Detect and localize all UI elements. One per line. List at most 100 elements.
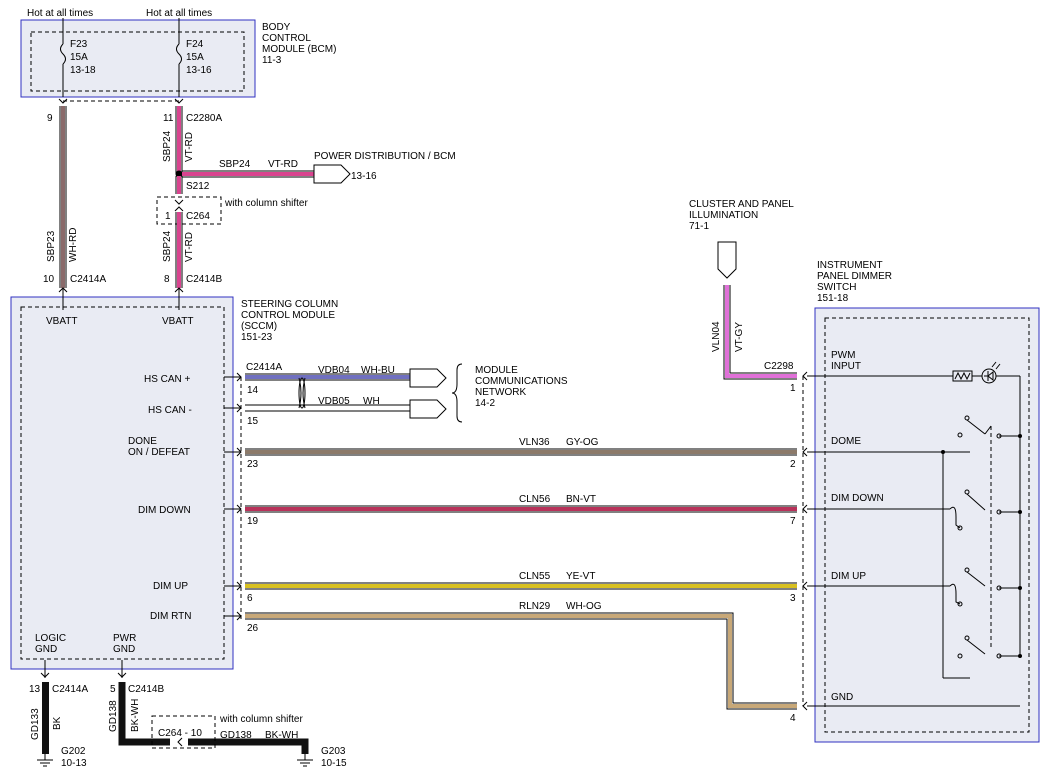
wire-gd138 <box>118 682 170 746</box>
wire-wh-rd-label: WH-RD <box>68 228 79 262</box>
sccm-hs-can-minus: HS CAN - <box>148 405 192 416</box>
wire-sbp24-h-label: SBP24 <box>219 159 251 170</box>
ground-g203: G203 <box>321 746 346 757</box>
fuse-f23-rating: 15A <box>70 52 88 63</box>
wire-gd133 <box>42 682 49 754</box>
wire-ye-vt-label: YE-VT <box>566 571 595 582</box>
power-distribution-arrow-icon <box>313 164 351 184</box>
wire-sbp24-horizontal <box>182 172 314 176</box>
ground-g203-ref: 10-15 <box>321 758 347 769</box>
wire-vdb05 <box>245 406 410 410</box>
ground-g202-ref: 10-13 <box>61 758 87 769</box>
dimmer-dim-up: DIM UP <box>831 571 866 582</box>
dimmer-title: INSTRUMENT <box>817 260 883 271</box>
dimmer-box <box>814 307 1040 743</box>
connector-chevron-icon <box>174 206 184 212</box>
sccm-right-connectors <box>224 372 242 621</box>
sccm-pwr-gnd-1: PWR <box>113 633 136 644</box>
can-connector-c2414a: C2414A <box>246 362 282 373</box>
splice-s212 <box>175 170 183 178</box>
sccm-title: (SCCM) <box>241 321 277 332</box>
wire-vdb05-label: VDB05 <box>318 396 350 407</box>
dimmer-pwm-1: PWM <box>831 350 855 361</box>
wire-bk-label: BK <box>52 716 63 730</box>
signal-pin-6: 6 <box>247 593 253 604</box>
ground-with-column-shifter: with column shifter <box>219 714 303 725</box>
wire-vdb04-label: VDB04 <box>318 365 350 376</box>
twisted-pair-loop-icon <box>298 377 306 409</box>
wire-sbp23-label: SBP23 <box>46 230 57 262</box>
dimmer-circuit <box>807 361 1022 707</box>
sccm-title: CONTROL MODULE <box>241 310 335 321</box>
wire-vt-rd-h-label: VT-RD <box>268 159 298 170</box>
cluster-label: CLUSTER AND PANEL <box>689 199 794 210</box>
ground-c264-box <box>151 715 216 749</box>
dimmer-gnd: GND <box>831 692 853 703</box>
sccm-done-2: ON / DEFEAT <box>128 447 190 458</box>
connector-c2298: C2298 <box>764 361 794 372</box>
cluster-pin-1: 1 <box>790 383 796 394</box>
wire-vt-rd-label: VT-RD <box>184 132 195 162</box>
wire-wh-og-label: WH-OG <box>566 601 602 612</box>
sccm-hs-can-plus: HS CAN + <box>144 374 191 385</box>
dimmer-title: PANEL DIMMER <box>817 271 892 282</box>
ground-pin-5: 5 <box>110 684 116 695</box>
wire-vln04 <box>725 285 797 378</box>
cluster-ref: 71-1 <box>689 221 709 232</box>
wire-gd138-v-label: GD138 <box>108 700 119 732</box>
connector-c2414b-top: C2414B <box>186 274 222 285</box>
sccm-dim-up: DIM UP <box>153 581 188 592</box>
c264-pin-1: 1 <box>165 211 171 222</box>
fuse-f24-name: F24 <box>186 39 204 50</box>
cluster-label: ILLUMINATION <box>689 210 758 221</box>
signal-pin-3: 3 <box>790 593 796 604</box>
pin-11: 11 <box>163 113 174 124</box>
wire-vln36-label: VLN36 <box>519 437 550 448</box>
connector-c264: C264 <box>186 211 210 222</box>
wire-bn-vt-label: BN-VT <box>566 494 596 505</box>
wire-vt-rd-b-label: VT-RD <box>184 232 195 262</box>
cluster-arrow-icon <box>717 241 737 279</box>
can-pin-15: 15 <box>247 416 259 427</box>
bcm-title: CONTROL <box>262 33 311 44</box>
dimmer-module <box>814 307 1040 743</box>
sccm-inner-dashed <box>20 306 225 660</box>
signal-pin-26: 26 <box>247 623 259 634</box>
dimmer-left-connectors <box>802 371 808 711</box>
wire-bk-wh-h-label: BK-WH <box>265 730 298 741</box>
wire-gd138-h-label: GD138 <box>220 730 252 741</box>
hot-label-1: Hot at all times <box>27 8 93 19</box>
sccm-logic-gnd-1: LOGIC <box>35 633 66 644</box>
ground-c264-10: C264 - 10 <box>158 728 202 739</box>
dimmer-title: SWITCH <box>817 282 856 293</box>
sccm-logic-gnd-2: GND <box>35 644 57 655</box>
network-label: MODULE <box>475 365 518 376</box>
bcm-inner-dashed <box>30 31 245 92</box>
sccm-vbatt-1: VBATT <box>46 316 77 327</box>
network-ref: 14-2 <box>475 398 495 409</box>
wire-sbp23 <box>61 106 65 288</box>
connector-chevron-icon <box>177 737 183 747</box>
wire-vdb04 <box>245 375 410 379</box>
sccm-dim-rtn: DIM RTN <box>150 611 191 622</box>
pin-8: 8 <box>164 274 170 285</box>
wire-gd133-label: GD133 <box>30 708 41 740</box>
fuse-f24-ref: 13-16 <box>186 65 212 76</box>
wire-wh-label: WH <box>363 396 380 407</box>
ground-g202: G202 <box>61 746 86 757</box>
sccm-dim-down: DIM DOWN <box>138 505 191 516</box>
signal-pin-4: 4 <box>790 713 796 724</box>
ground-pin-13: 13 <box>29 684 41 695</box>
sccm-vbatt-2: VBATT <box>162 316 193 327</box>
wire-cln56 <box>245 507 797 511</box>
connector-chevron-icon <box>174 199 184 205</box>
can-pin-14: 14 <box>247 385 259 396</box>
wire-sbp24-mid <box>177 176 181 194</box>
fuse-f24-rating: 15A <box>186 52 204 63</box>
splice-s212-label: S212 <box>186 181 210 192</box>
signal-pin-23: 23 <box>247 459 259 470</box>
signal-pin-7: 7 <box>790 516 796 527</box>
dimmer-dim-down: DIM DOWN <box>831 493 884 504</box>
sccm-ref: 151-23 <box>241 332 273 343</box>
pin-9: 9 <box>47 113 53 124</box>
